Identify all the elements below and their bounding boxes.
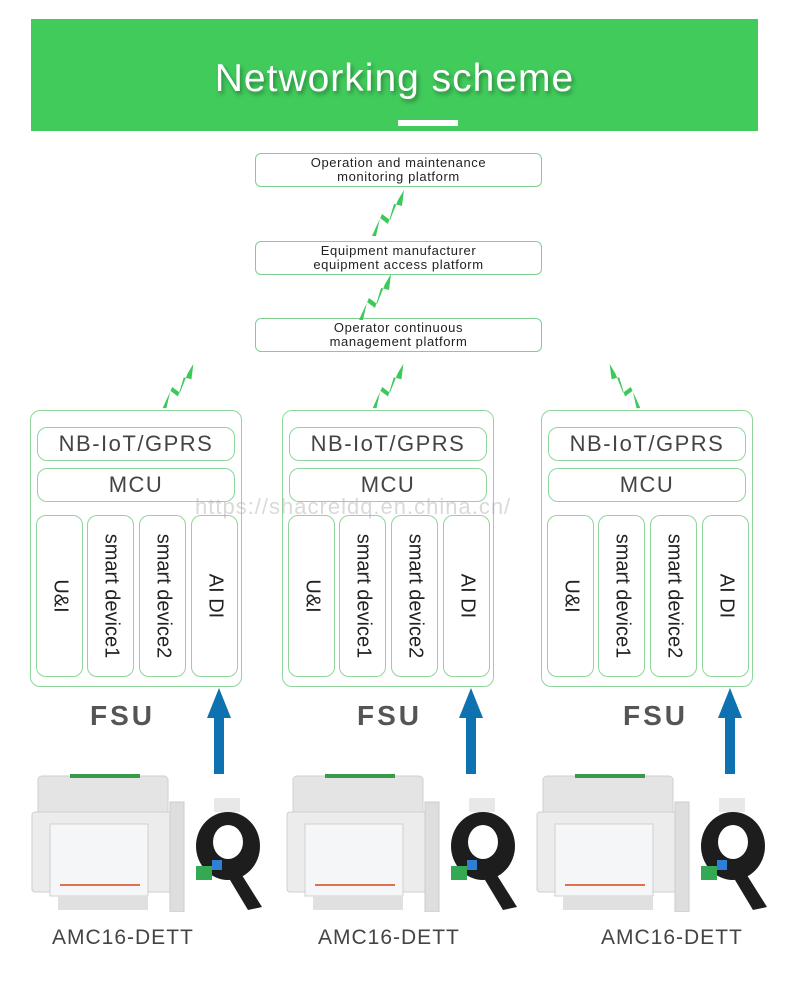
mcu-module: MCU [289, 468, 487, 502]
platform-label-line1: Operator continuous [333, 320, 464, 335]
platform-operator-management: Operator continuous management platform [255, 318, 542, 352]
fsu-unit-1: NB-IoT/GPRS MCU U&I smart device1 smart … [30, 410, 242, 687]
arrow-up-icon [718, 688, 742, 774]
platform-label-line2: equipment access platform [313, 257, 484, 272]
comm-module: NB-IoT/GPRS [548, 427, 746, 461]
module-smart-device1: smart device1 [87, 515, 134, 677]
mcu-module: MCU [37, 468, 235, 502]
fsu-label: FSU [357, 700, 422, 731]
wireless-link-icon [372, 190, 404, 236]
module-ui: U&I [547, 515, 594, 677]
module-smart-device2: smart device2 [139, 515, 186, 677]
device-model-label: AMC16-DETT [601, 926, 743, 949]
meter-device-image [31, 774, 262, 912]
platform-label-line1: Operation and maintenance [310, 155, 487, 170]
platform-label-line2: monitoring platform [337, 169, 460, 184]
module-smart-device2: smart device2 [391, 515, 438, 677]
arrow-up-icon [459, 688, 483, 774]
title-underline [398, 120, 458, 126]
fsu-unit-3: NB-IoT/GPRS MCU U&I smart device1 smart … [541, 410, 753, 687]
watermark: https://shacreldq.en.china.cn/ [195, 494, 512, 519]
module-ai-di: AI DI [702, 515, 749, 677]
wireless-link-icon [162, 363, 194, 409]
wireless-link-icon [372, 363, 404, 409]
module-smart-device1: smart device1 [598, 515, 645, 677]
module-ui: U&I [36, 515, 83, 677]
module-smart-device1: smart device1 [339, 515, 386, 677]
header-banner: Networking scheme [31, 19, 758, 131]
fsu-unit-2: NB-IoT/GPRS MCU U&I smart device1 smart … [282, 410, 494, 687]
module-smart-device2: smart device2 [650, 515, 697, 677]
page-title: Networking scheme [214, 57, 575, 100]
device-model-label: AMC16-DETT [52, 926, 194, 949]
comm-module: NB-IoT/GPRS [37, 427, 235, 461]
module-ui: U&I [288, 515, 335, 677]
platform-operation-maintenance: Operation and maintenance monitoring pla… [255, 153, 542, 187]
module-ai-di: AI DI [191, 515, 238, 677]
platform-equipment-access: Equipment manufacturer equipment access … [255, 241, 542, 275]
platform-label-line2: management platform [329, 334, 468, 349]
meter-device-image [286, 774, 517, 912]
fsu-label: FSU [90, 700, 155, 731]
module-ai-di: AI DI [443, 515, 490, 677]
comm-module: NB-IoT/GPRS [289, 427, 487, 461]
wireless-link-icon [609, 363, 641, 409]
platform-label-line1: Equipment manufacturer [320, 243, 477, 258]
fsu-label: FSU [623, 700, 688, 731]
wireless-link-icon [359, 274, 391, 320]
mcu-module: MCU [548, 468, 746, 502]
arrow-up-icon [207, 688, 231, 774]
device-model-label: AMC16-DETT [318, 926, 460, 949]
meter-device-image [536, 774, 767, 912]
